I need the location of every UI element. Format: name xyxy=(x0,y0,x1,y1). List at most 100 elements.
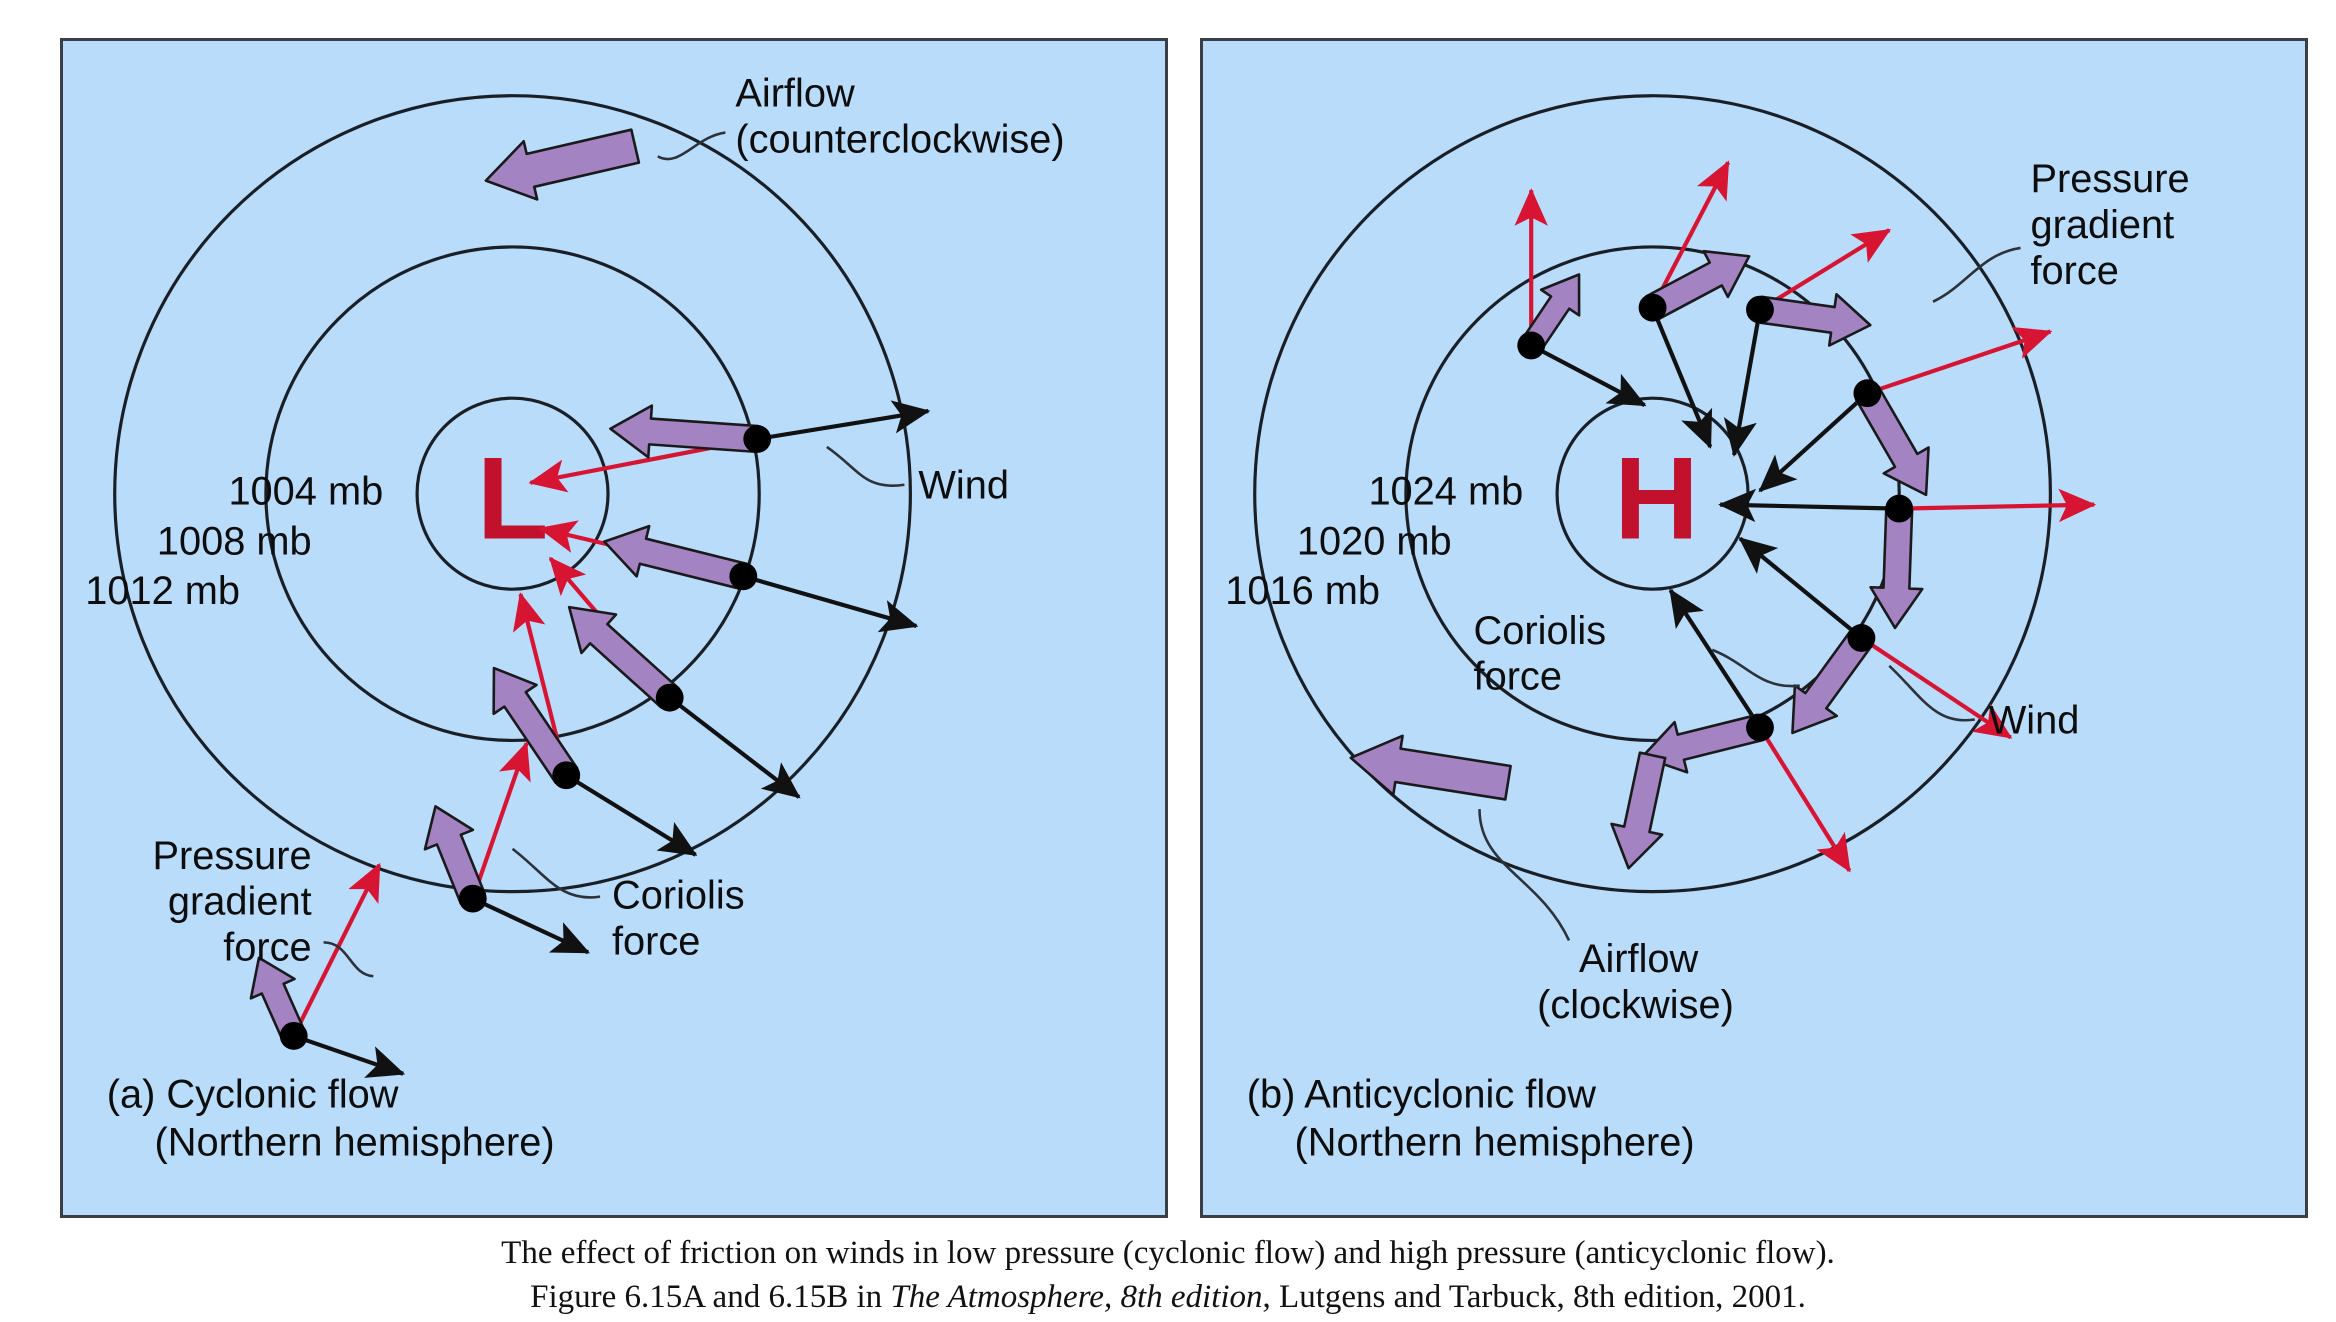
pgf-arrow-b3 xyxy=(1758,228,1892,312)
pgf-arrow-a6 xyxy=(291,862,382,1037)
station-dot-a5 xyxy=(458,884,487,913)
isobar-label-1024: 1024 mb xyxy=(1368,470,1523,514)
wind-arrow-b3 xyxy=(1756,292,1872,347)
isobar-label-1012: 1012 mb xyxy=(85,569,240,613)
leader-airflow-b xyxy=(1478,809,1571,941)
coriolis-label-a-line1: Coriolis xyxy=(612,874,745,918)
coriolis-label-a-line2: force xyxy=(612,919,700,963)
wind-arrow-b4 xyxy=(1854,385,1930,497)
coriolis-arrow-a2 xyxy=(742,574,919,633)
coriolis-arrow-b4 xyxy=(1758,391,1869,493)
station-dot-a2 xyxy=(729,562,758,591)
coriolis-arrow-b7 xyxy=(1668,588,1762,729)
coriolis-label-b-line1: Coriolis xyxy=(1474,609,1607,653)
station-dot-b7 xyxy=(1746,713,1774,742)
low-pressure-symbol: L xyxy=(477,432,549,563)
airflow-label-b-line2: (clockwise) xyxy=(1537,983,1734,1027)
wind-arrow-b5 xyxy=(1869,506,1924,630)
caption-source-prefix: Figure 6.15A and 6.15B in xyxy=(530,1278,891,1315)
panel-b-caption-line1: (b) Anticyclonic flow xyxy=(1247,1073,1597,1117)
pgf-arrow-b6 xyxy=(1860,636,2013,740)
airflow-label-line1: Airflow xyxy=(735,72,855,116)
figure-caption: The effect of friction on winds in low p… xyxy=(0,1232,2336,1319)
wind-station-a3 xyxy=(548,556,801,799)
station-dot-a4 xyxy=(552,761,581,790)
wind-station-b6 xyxy=(1738,536,2013,740)
isobar-label-1004: 1004 mb xyxy=(228,470,383,514)
wind-arrow-b2 xyxy=(1645,249,1751,321)
station-dot-b3 xyxy=(1746,295,1774,324)
wind-arrow-b7 xyxy=(1640,713,1765,774)
wind-arrow-a2 xyxy=(603,524,748,591)
wind-arrow-a6 xyxy=(249,956,306,1043)
wind-station-b1 xyxy=(1514,188,1647,407)
panels-container: 1004 mb 1008 mb 1012 mb L xyxy=(60,38,2308,1218)
pgf-arrow-a5 xyxy=(470,741,531,900)
high-pressure-symbol: H xyxy=(1614,432,1699,563)
wind-station-a1 xyxy=(528,400,931,493)
wind-station-a2 xyxy=(538,520,919,633)
coriolis-arrow-b3 xyxy=(1723,309,1763,457)
panel-cyclonic-flow: 1004 mb 1008 mb 1012 mb L xyxy=(60,38,1168,1218)
leader-coriolis-b xyxy=(1711,648,1800,688)
leader-airflow-a xyxy=(657,131,726,161)
isobar-1008 xyxy=(264,245,761,743)
coriolis-arrow-a1 xyxy=(756,400,931,442)
station-dot-b4 xyxy=(1853,379,1882,408)
station-dot-b5 xyxy=(1885,494,1914,523)
pgf-label-b-line2: gradient xyxy=(2030,203,2174,247)
wind-station-a4 xyxy=(492,592,698,857)
station-dot-a1 xyxy=(743,425,772,453)
wind-label-b: Wind xyxy=(1989,698,2080,742)
pgf-arrow-b5 xyxy=(1899,488,2097,523)
pgf-label-b-line1: Pressure xyxy=(2030,157,2189,201)
wind-label-a: Wind xyxy=(918,464,1009,508)
caption-line-1: The effect of friction on winds in low p… xyxy=(501,1235,1835,1271)
station-dot-b1 xyxy=(1517,331,1546,360)
isobar-label-1016: 1016 mb xyxy=(1225,569,1380,613)
wind-station-b4 xyxy=(1758,327,2053,497)
wind-arrow-b6 xyxy=(1791,629,1874,735)
coriolis-label-b-line2: force xyxy=(1474,655,1562,699)
leader-wind-b xyxy=(1888,664,1975,722)
cyclonic-diagram: 1004 mb 1008 mb 1012 mb L xyxy=(85,72,1064,1165)
isobar-1012 xyxy=(113,94,912,894)
station-dot-a3 xyxy=(655,683,684,712)
isobar-1020 xyxy=(1404,245,1901,743)
wind-arrow-a1 xyxy=(609,404,760,459)
wind-station-b2 xyxy=(1638,160,1751,449)
panel-anticyclonic-flow: 1024 mb 1020 mb 1016 mb H xyxy=(1200,38,2308,1218)
wind-arrow-b8 xyxy=(1610,751,1667,870)
wind-station-b7 xyxy=(1640,588,1852,873)
panel-a-caption-line1: (a) Cyclonic flow xyxy=(107,1073,399,1117)
isobar-label-1020: 1020 mb xyxy=(1297,519,1452,563)
wind-station-a6 xyxy=(249,862,406,1078)
station-dot-a6 xyxy=(279,1021,308,1050)
pgf-label-a-line1: Pressure xyxy=(152,834,311,878)
airflow-arrow-cyclonic xyxy=(484,128,641,201)
coriolis-arrow-b6 xyxy=(1738,536,1863,640)
wind-arrow-a5 xyxy=(423,805,487,905)
wind-station-b5 xyxy=(1718,488,2097,630)
panel-a-caption-line2: (Northern hemisphere) xyxy=(155,1120,555,1164)
pgf-arrow-b4 xyxy=(1866,327,2053,396)
leader-pgf-a xyxy=(323,941,374,978)
wind-arrow-a4 xyxy=(492,666,579,784)
caption-book-title: The Atmosphere, 8th edition xyxy=(890,1278,1263,1315)
isobar-1016 xyxy=(1253,94,2052,894)
pgf-label-a-line3: force xyxy=(223,925,311,969)
leader-wind-a xyxy=(826,445,905,487)
anticyclonic-diagram: 1024 mb 1020 mb 1016 mb H xyxy=(1225,94,2190,1164)
pgf-label-a-line2: gradient xyxy=(168,880,312,924)
coriolis-arrow-a6 xyxy=(293,1033,406,1078)
airflow-arrow-anticyclonic xyxy=(1349,734,1512,801)
wind-station-b3 xyxy=(1723,228,1892,457)
airflow-label-b-line1: Airflow xyxy=(1579,937,1699,981)
caption-source-suffix: , Lutgens and Tarbuck, 8th edition, 2001… xyxy=(1262,1278,1806,1315)
coriolis-arrow-b5 xyxy=(1718,488,1900,523)
isobar-1004 xyxy=(415,396,610,591)
pgf-label-b-line3: force xyxy=(2030,249,2118,293)
coriolis-arrow-a3 xyxy=(668,695,801,799)
wind-arrow-a3 xyxy=(567,605,680,709)
pgf-arrow-b7 xyxy=(1758,726,1852,873)
